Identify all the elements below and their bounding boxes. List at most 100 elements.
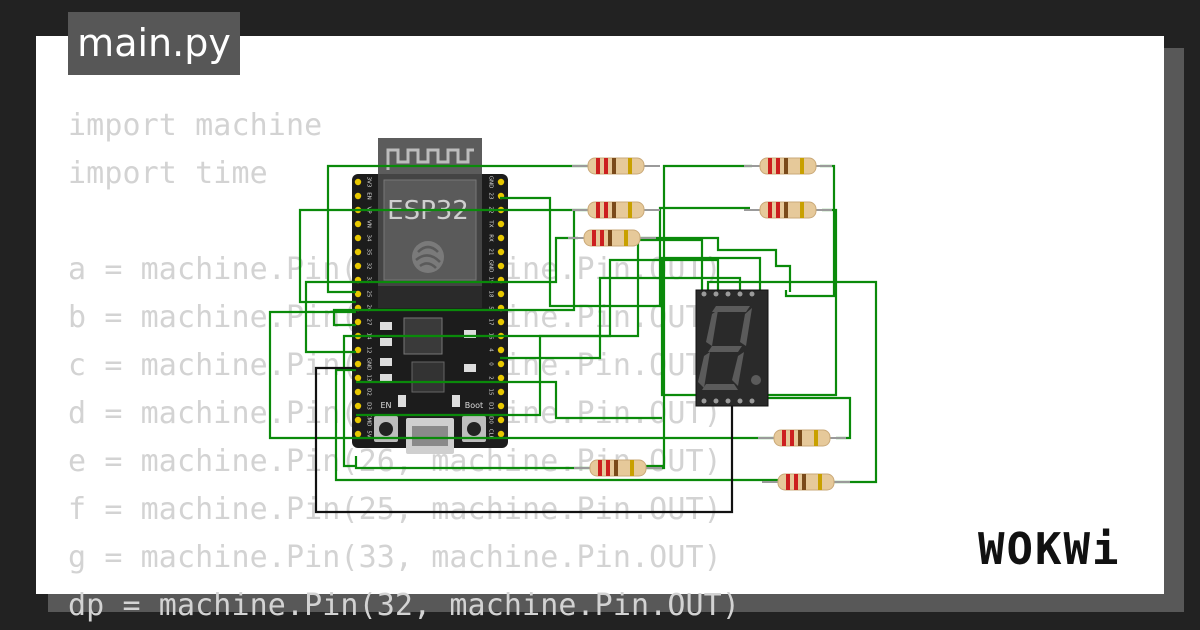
pin-header-hole[interactable] bbox=[497, 290, 505, 298]
file-tab[interactable]: main.py bbox=[68, 12, 240, 75]
pin-header-hole[interactable] bbox=[354, 262, 362, 270]
segment-g bbox=[708, 346, 742, 352]
pin-header-hole[interactable] bbox=[497, 402, 505, 410]
pin-label: TX bbox=[488, 219, 494, 227]
segment-dp bbox=[751, 375, 761, 385]
segment-e bbox=[698, 352, 710, 388]
pin-header-hole[interactable] bbox=[497, 318, 505, 326]
pin-label: D1 bbox=[488, 402, 494, 410]
segment-d bbox=[702, 384, 738, 390]
pin-header-hole[interactable] bbox=[354, 248, 362, 256]
pin-label: RX bbox=[488, 234, 494, 242]
pin-header-hole[interactable] bbox=[354, 234, 362, 242]
pin-header-hole[interactable] bbox=[497, 346, 505, 354]
wire bbox=[354, 164, 752, 470]
wire bbox=[356, 238, 704, 417]
pin-header-hole[interactable] bbox=[497, 388, 505, 396]
pin-label: 19 bbox=[488, 277, 494, 284]
wire bbox=[334, 368, 782, 482]
boot-label: Boot bbox=[465, 401, 483, 410]
code-line: c = machine.Pin(14, machine.Pin.OUT) bbox=[68, 348, 722, 383]
segment-b bbox=[740, 308, 752, 346]
pin-label: D2 bbox=[366, 388, 372, 396]
resistor[interactable] bbox=[568, 229, 656, 247]
pin-header-hole[interactable] bbox=[497, 416, 505, 424]
display-digit: 8 bbox=[0, 0, 1, 1]
pin-label: 33 bbox=[366, 277, 372, 284]
en-button-cap bbox=[379, 422, 393, 436]
pin-label: 21 bbox=[488, 249, 494, 256]
pin-header-hole[interactable] bbox=[497, 234, 505, 242]
pin-header-hole[interactable] bbox=[354, 346, 362, 354]
antenna-area bbox=[378, 138, 482, 178]
resistor[interactable] bbox=[574, 459, 662, 477]
wire bbox=[268, 310, 778, 440]
digit-segments bbox=[698, 306, 752, 390]
resistor[interactable] bbox=[762, 473, 850, 491]
pin-header-hole[interactable] bbox=[354, 416, 362, 424]
pin-header-hole[interactable] bbox=[354, 388, 362, 396]
en-label: EN bbox=[380, 401, 391, 410]
pin-header-hole[interactable] bbox=[497, 178, 505, 186]
pin-label: 0 bbox=[488, 362, 494, 366]
pin-label: 23 bbox=[488, 193, 494, 200]
wire bbox=[500, 276, 742, 360]
wire bbox=[332, 210, 576, 327]
pin-label: 2 bbox=[488, 376, 494, 380]
pin-label: CLK bbox=[488, 429, 494, 440]
pin-header-hole[interactable] bbox=[354, 220, 362, 228]
code-line: import time bbox=[68, 156, 268, 191]
wire bbox=[356, 380, 662, 420]
pin-label: 5V bbox=[366, 430, 372, 437]
resistors bbox=[568, 157, 850, 491]
pin-header-hole[interactable] bbox=[354, 290, 362, 298]
pin-header-hole[interactable] bbox=[497, 248, 505, 256]
resistor[interactable] bbox=[744, 201, 832, 219]
segment-f bbox=[706, 310, 718, 346]
code-line: f = machine.Pin(25, machine.Pin.OUT) bbox=[68, 492, 722, 527]
wire bbox=[706, 280, 878, 484]
wire bbox=[784, 164, 836, 298]
code-line: g = machine.Pin(33, machine.Pin.OUT) bbox=[68, 540, 722, 575]
code-line: e = machine.Pin(26, machine.Pin.OUT) bbox=[68, 444, 722, 479]
segment-a bbox=[712, 306, 750, 312]
pin-header-hole[interactable] bbox=[354, 430, 362, 438]
pin-label: 18 bbox=[488, 291, 494, 298]
pin-header-hole[interactable] bbox=[497, 360, 505, 368]
pin-label: 4 bbox=[488, 348, 494, 352]
resistor[interactable] bbox=[758, 429, 846, 447]
wires bbox=[268, 164, 878, 514]
pin-label: 32 bbox=[366, 263, 372, 270]
pin-label: 27 bbox=[366, 319, 372, 326]
wire bbox=[660, 208, 838, 397]
pin-label: 17 bbox=[488, 319, 494, 326]
pin-label: GND bbox=[366, 358, 372, 371]
pin-header-hole[interactable] bbox=[354, 374, 362, 382]
wokwi-logo: WOKWi bbox=[978, 524, 1121, 575]
pin-label: EN bbox=[366, 192, 372, 200]
code-line: import machine bbox=[68, 108, 323, 143]
esp32-board[interactable]: ESP32 EN Boot 3V3ENVPVN34353233252627141… bbox=[352, 138, 508, 454]
pin-header-hole[interactable] bbox=[497, 220, 505, 228]
resistor[interactable] bbox=[572, 157, 660, 175]
pin-header-hole[interactable] bbox=[354, 178, 362, 186]
pin-header-hole[interactable] bbox=[354, 192, 362, 200]
pin-header-hole[interactable] bbox=[497, 374, 505, 382]
gnd-wire bbox=[314, 366, 734, 514]
pin-header-hole[interactable] bbox=[354, 402, 362, 410]
resistor[interactable] bbox=[572, 201, 660, 219]
pin-header-hole[interactable] bbox=[497, 430, 505, 438]
pin-header-hole[interactable] bbox=[354, 360, 362, 368]
pin-label: VN bbox=[366, 220, 372, 228]
pin-label: 3V3 bbox=[366, 177, 372, 188]
pin-label: 35 bbox=[366, 249, 372, 256]
pin-label: CMD bbox=[366, 414, 372, 427]
pin-header-hole[interactable] bbox=[354, 318, 362, 326]
pin-label: 34 bbox=[366, 235, 372, 242]
resistor[interactable] bbox=[744, 157, 832, 175]
pin-header-hole[interactable] bbox=[497, 262, 505, 270]
wire bbox=[500, 196, 750, 308]
seven-segment-display[interactable]: 8 bbox=[0, 0, 769, 407]
pin-label: D3 bbox=[366, 402, 372, 410]
